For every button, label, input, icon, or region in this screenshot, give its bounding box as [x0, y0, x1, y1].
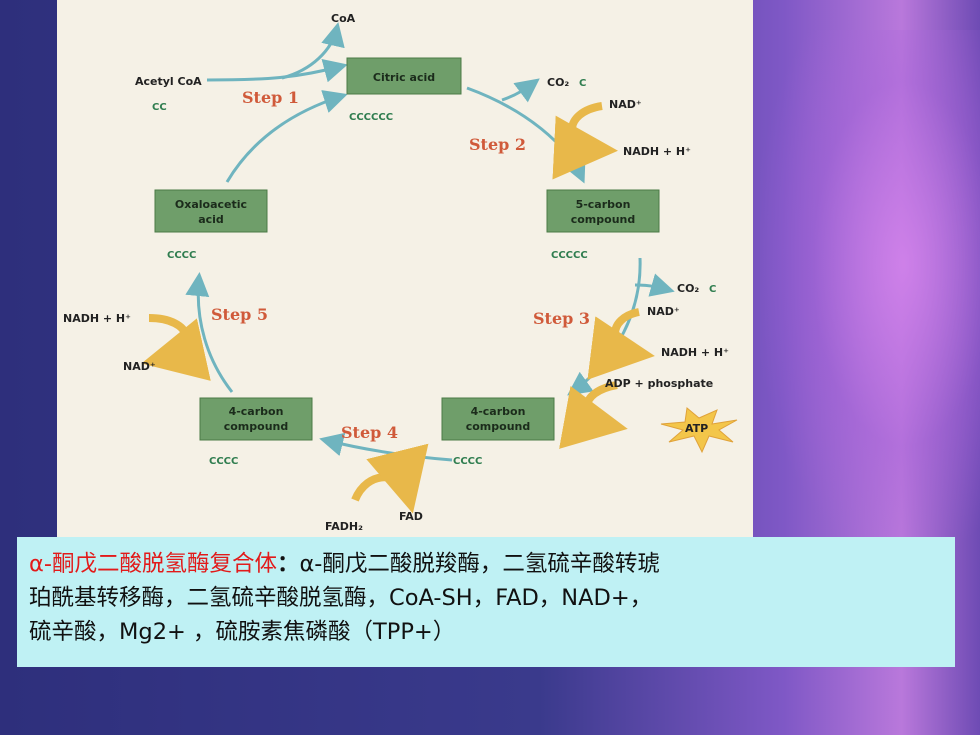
caption-line-2: 珀酰基转移酶，二氢硫辛酸脱氢酶，CoA-SH，FAD，NAD+， [29, 585, 653, 611]
co2-carbon-b: C [709, 284, 716, 295]
cofactor-arc-step3 [587, 308, 655, 380]
four-carbon-left-box [199, 397, 313, 441]
oxaloacetic-acid-box [154, 189, 268, 233]
atp-label: ATP [685, 422, 708, 435]
four-right-carbons: CCCC [453, 456, 482, 467]
arrow-oxalo-to-citric [225, 90, 348, 183]
krebs-cycle-diagram: ATP CoA Acetyl CoA CC Step 1 Citric acid… [63, 12, 738, 533]
atp-burst [660, 407, 738, 454]
background-glow [760, 30, 980, 550]
five-carbons: CCCCC [551, 250, 588, 261]
step-4-label: Step 4 [341, 423, 398, 442]
nad-label-c: NAD⁺ [123, 360, 156, 373]
cofactor-arc-step4 [351, 443, 429, 514]
caption-line1-rest: α-酮戊二酸脱羧酶，二氢硫辛酸转琥 [299, 551, 660, 577]
cofactor-arc-step5 [141, 314, 211, 381]
arrow-acetyl-to-citric [206, 59, 348, 83]
nad-label-b: NAD⁺ [647, 305, 680, 318]
co2-carbon-a: C [579, 78, 586, 89]
nadh-label-c: NADH + H⁺ [63, 312, 131, 325]
adp-label: ADP + phosphate [605, 377, 713, 390]
diagram-panel: ATP CoA Acetyl CoA CC Step 1 Citric acid… [57, 0, 753, 548]
four-carbon-left-line2: compound [224, 420, 289, 433]
four-carbon-right-box [441, 397, 555, 441]
cofactor-arc-step2 [552, 102, 618, 180]
four-carbon-left-line1: 4-carbon [229, 405, 284, 418]
five-carbon-line1: 5-carbon [576, 198, 631, 211]
four-carbon-right-line2: compound [466, 420, 531, 433]
fadh2-label: FADH₂ [325, 520, 363, 533]
nadh-label-b: NADH + H⁺ [661, 346, 729, 359]
caption-line-1: α-酮戊二酸脱氢酶复合体：α-酮戊二酸脱羧酶，二氢硫辛酸转琥 [29, 547, 943, 581]
arrow-4carbon-to-4carbon [319, 432, 453, 462]
arrow-co2-release-a [501, 78, 540, 103]
cofactor-arc-step3-atp [559, 381, 628, 449]
acetyl-carbons: CC [152, 102, 167, 113]
oxalo-line2: acid [198, 213, 224, 226]
step-1-label: Step 1 [242, 88, 299, 107]
four-carbon-right-line1: 4-carbon [471, 405, 526, 418]
citric-acid-label: Citric acid [373, 71, 435, 84]
oxalo-carbons: CCCC [167, 250, 196, 261]
five-carbon-box [546, 189, 660, 233]
citric-carbons: CCCCCC [349, 112, 393, 123]
acetyl-coa-label: Acetyl CoA [135, 75, 202, 88]
fad-label: FAD [399, 510, 423, 523]
arrow-coa-release [281, 22, 345, 80]
step-5-label: Step 5 [211, 305, 268, 324]
coa-label: CoA [331, 12, 356, 25]
step-3-label: Step 3 [533, 309, 590, 328]
co2-label-a: CO₂ [547, 76, 569, 89]
arrow-4carbon-to-oxalo [185, 272, 234, 393]
caption-colon: ： [276, 551, 300, 577]
five-carbon-line2: compound [571, 213, 636, 226]
arrow-citric-to-5carbon [466, 86, 586, 184]
nad-label-a: NAD⁺ [609, 98, 642, 111]
enzyme-complex-caption: α-酮戊二酸脱氢酶复合体：α-酮戊二酸脱羧酶，二氢硫辛酸转琥 珀酰基转移酶，二氢… [17, 537, 955, 667]
oxalo-line1: Oxaloacetic [175, 198, 247, 211]
citric-acid-box [346, 57, 462, 95]
nadh-label-a: NADH + H⁺ [623, 145, 691, 158]
caption-line-3: 硫辛酸，Mg2+ ，硫胺素焦磷酸（TPP+） [29, 619, 456, 645]
caption-title: α-酮戊二酸脱氢酶复合体 [29, 551, 277, 577]
arrow-co2-release-b [634, 273, 675, 297]
step-2-label: Step 2 [469, 135, 526, 154]
co2-label-b: CO₂ [677, 282, 699, 295]
four-left-carbons: CCCC [209, 456, 238, 467]
